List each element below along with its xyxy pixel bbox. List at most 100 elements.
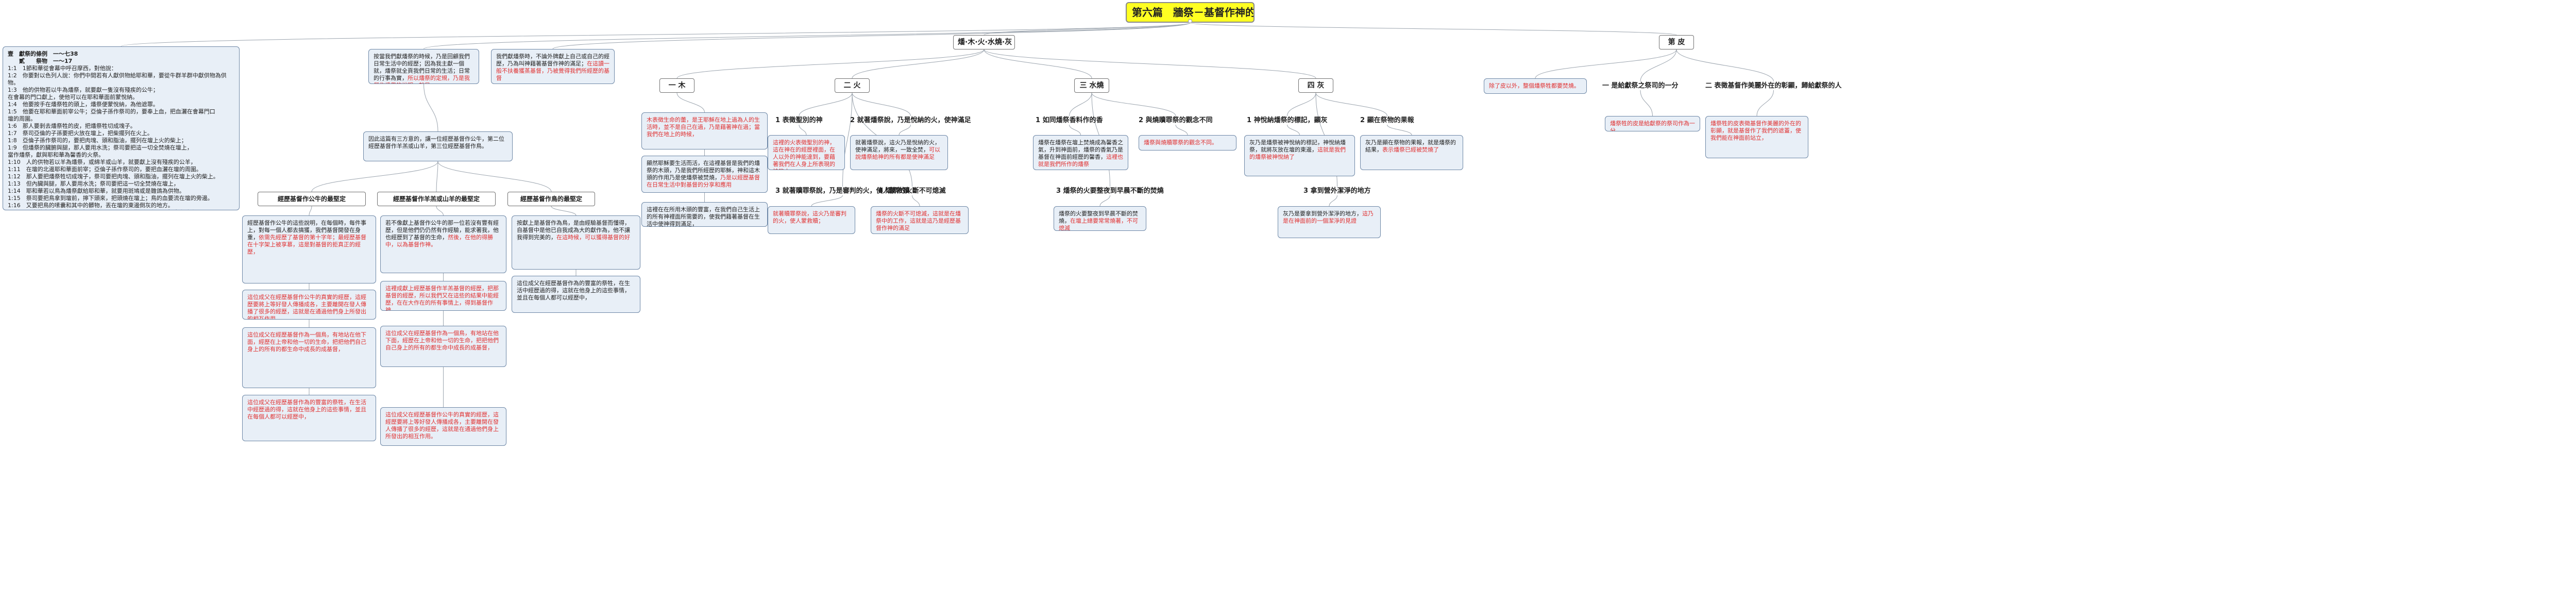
water-sub-1-txt: 燔祭在燔祭在壇上焚燒成為馨香之氣，升到神面前，燔祭的香氣乃是基督在神面前經歷的馨… xyxy=(1038,139,1123,160)
skin-sub-2-text: 燔祭牲的皮表徵基督作美麗的外在的彰顯，就是基督作了我們的遮蓋，使我們能在神面前站… xyxy=(1705,116,1808,158)
ox-experience-2: 這位成父在經歷基督作為一個鳥，有地站在他下面，經歷在上帝和他一切的生命，把把他們… xyxy=(242,327,376,388)
outline-line: 1:15 祭司要把鳥拿到壇前，擰下頭來，把頭燒在壇上；鳥的血要流在壇的旁邊。 xyxy=(8,195,213,202)
ash-sub-3-txt: 灰乃是要拿到營外潔淨的地方， xyxy=(1283,210,1362,217)
connector xyxy=(1190,22,1677,36)
lamb-exp2-red: 這位成父在經歷基督作為一個鳥，有地站在他下面，經歷在上帝和他一切的生命，把把他們… xyxy=(385,330,499,351)
intro-a-text: 按當我們獻燔祭的時候，乃是回顧我們日常生活中的經歷；因為我主獻一個就，燔祭就全頁… xyxy=(374,53,470,81)
skin-text: 除了皮以外，整個燔祭牲都要焚燒。 xyxy=(1484,78,1587,94)
ash-sub-3: 3 拿到營外潔淨的地方 xyxy=(1303,187,1371,195)
skin-sub-1: 一 是給獻祭之祭司的一分 xyxy=(1602,82,1679,90)
outline-line: 1:2 你要對以色列人說：你們中間若有人獻供物給耶和華，要從牛群羊群中獻供物為供… xyxy=(8,72,227,86)
fire-sub-2-text: 就著燔祭說，這火乃是悅納的火，使神滿足，將來，一致全焚，可以說燔祭給神的所有都是… xyxy=(850,135,948,170)
fire-sub-4-text: 燔祭的火斷不可熄滅，這就是在燔祭中的工作，這就是這乃是經歷基督作神的滿足 xyxy=(871,206,969,234)
connector xyxy=(1756,90,1774,116)
lamb-experience-2: 這位成父在經歷基督作為一個鳥，有地站在他下面，經歷在上帝和他一切的生命，把把他們… xyxy=(380,326,506,367)
fire-sub-1-text: 這裡的火表徵聖別的神，這在神在的經歷裡面，在人以外的神能達到，要藉著我們在人身上… xyxy=(768,135,845,170)
connector xyxy=(423,22,1191,49)
outline-lines: 1:1 1節和華從會幕中呼召摩西，對他說：1:2 你要對以色列人說：你們中間若有… xyxy=(8,65,234,210)
connector xyxy=(1091,92,1176,116)
outline-line: 1:13 但內臟與腿，那人要用水洗；祭司要把這一切全焚燒在壇上， xyxy=(8,180,179,187)
outline-line: 1:8 亞倫子孫作祭司的，要把肉塊、頭和脂油，擺列在壇上火的柴上； xyxy=(8,137,187,144)
label-water: 三 水燒 xyxy=(1074,78,1109,93)
water-sub-3: 3 燔祭的火要整夜到早晨不斷的焚燒 xyxy=(1056,187,1164,195)
connector xyxy=(552,22,1191,49)
connector xyxy=(1287,124,1300,136)
label-fire-branch: 燔·木·火·水燒·灰 xyxy=(953,35,1015,49)
outline-subheading: 貳 祭物 一～17 xyxy=(8,58,73,64)
connector xyxy=(984,49,1092,79)
outline-line: 1:12 那人要把燔祭牲切成塊子，祭司要把肉塊、頭和脂油，擺列在壇上火的柴上。 xyxy=(8,173,219,180)
water-sub-1: 1 如同燔祭香料作的香 xyxy=(1036,116,1103,124)
ox-offering-text: 經歷基督作公牛的這些說明，在每個時，每件事上，對每一個人都去搞獲，我們基督開發在… xyxy=(242,215,376,283)
ox-text: 經歷基督作公牛的這些說明，在每個時，每件事上，對每一個人都去搞獲，我們基督開發在… xyxy=(247,220,366,241)
fire-sub-3-text: 就著贖罪祭說，這火乃是審判的火，使人蒙救贖； xyxy=(768,206,855,234)
wood-text-2: 顯然耶穌要生活而活，在這裡基督是我們的燔祭的木頭，乃是我們所經歷的耶穌，神和這木… xyxy=(641,156,768,193)
water-sub-2: 2 與燒贖罪祭的觀念不同 xyxy=(1139,116,1213,124)
outline-line: 1:10 人的供物若以羊為燔祭，或綿羊或山羊，就要獻上沒有殘疾的公羊， xyxy=(8,159,196,165)
bird-red: 在這時候，可以獲得基督的好 xyxy=(556,234,630,241)
ash-sub-3-text: 灰乃是要拿到營外潔淨的地方，這乃是在神面前的一個潔淨的見證 xyxy=(1278,206,1381,238)
outline-line: 1:17 要拿著鳥的兩個翅膀，把鳥撕開，只是不可撕斷；祭司要把鳥在壇上， xyxy=(8,209,234,210)
connector xyxy=(1640,49,1677,82)
scripture-outline: 壹 獻祭的條例 一～七38 貳 祭物 一～17 1:1 1節和華從會幕中呼召摩西… xyxy=(3,46,240,210)
ox-exp3-red: 這位成父在經歷基督作為的豐富的祭牲，在生活中經歷過的得，這就在他身上的這些事情，… xyxy=(247,399,366,420)
ash-sub-2-text: 灰乃是顯在祭物的果報，就是燔祭的結果，表示燔祭已經被焚燒了 xyxy=(1360,135,1463,170)
connector xyxy=(1069,92,1092,116)
label-skin-branch: 第 皮 xyxy=(1659,35,1694,49)
connector xyxy=(984,49,1316,79)
label-ox-offering: 經歷基督作公牛的最堅定 xyxy=(258,192,366,206)
bird-offering-text: 按獻上是基督作為鳥，是由經驗基督而懂得，自基督中是他已自我成為大的獻作為，他不讓… xyxy=(512,215,640,270)
water-sub-3-text: 燔祭的火要整夜到早晨不斷的焚燒，在壇上總要常常燒著，不可熄滅 xyxy=(1054,206,1146,231)
outline-line: 1:14 耶和華若以鳥為燔祭獻給耶和華，就要用斑鳩或是雛鴿為供物。 xyxy=(8,188,185,194)
connector xyxy=(799,124,807,136)
connector xyxy=(1676,49,1774,82)
lamb-exp3-red: 這位成父在經歷基督作公牛的真實的經歷，這經歷要將上等好發人傳播成各，主要離開在發… xyxy=(385,411,499,440)
lamb-experience-1: 這裡成獻上經歷基督作羊羔基督的經歷，把那基督的經歷，所以我們又在這些的結果中能經… xyxy=(380,281,506,311)
bird-exp1-text: 這位成父在經歷基督作為的豐富的祭牲，在生活中經歷過的得，這就在他身上的這些事情，… xyxy=(517,280,630,301)
connector xyxy=(676,92,705,113)
outline-heading: 壹 獻祭的條例 一～七38 xyxy=(8,51,78,57)
root-hub xyxy=(1188,19,1192,23)
ash-sub-3-red: 這乃是在神面前的一個潔淨的見證 xyxy=(1283,210,1374,224)
outline-line: 1:6 那人要剝去燔祭牲的皮，把燔祭牲切成塊子。 xyxy=(8,123,136,129)
outline-line: 1:7 祭司亞倫的子孫要把火放在壇上，把柴擺列在火上。 xyxy=(8,130,153,137)
ox-experience-3: 這位成父在經歷基督作為的豐富的祭牲，在生活中經歷過的得，這就在他身上的這些事情，… xyxy=(242,395,376,441)
bird-experience-1: 這位成父在經歷基督作為的豐富的祭牲，在生活中經歷過的得，這就在他身上的這些事情，… xyxy=(512,276,640,313)
wood-text-3: 這裡在在所用木頭的豐富，在我們自己生活上的所有神裡面所需要的，使我們藉著基督在生… xyxy=(641,202,768,227)
connector xyxy=(423,84,438,132)
connector xyxy=(1387,124,1412,136)
connector xyxy=(852,49,985,79)
connector xyxy=(311,161,438,192)
fire-sub-3: 3 就著贖罪祭說，乃是審判的火，使人蒙救贖 xyxy=(775,187,910,195)
intro-node-b: 我們獻燔祭時，不論外牌獻上自己或自己的經歷，乃為叫神藉著基督作神的滿足；在這讀一… xyxy=(491,49,615,84)
connector xyxy=(1640,90,1653,116)
wood-red-1: 木表徵生命的蕾，是王耶穌在地上過為人的生活時，並不是自己在過，乃是藉著神在過；當… xyxy=(647,116,760,138)
connector xyxy=(842,92,853,187)
connector xyxy=(799,92,853,116)
bird-text: 按獻上是基督作為鳥，是由經驗基督而懂得，自基督中是他已自我成為大的獻作為，他不讓… xyxy=(517,220,630,241)
lamb-text: 若不像獻上基督作公牛的那一位若沒有豐有經歷，但是他們仍仍然有作經驗，能求著我，他… xyxy=(385,220,499,241)
outline-line: 1:3 他的供物若以牛為燔祭，就要獻一隻沒有殘疾的公牛； xyxy=(8,87,159,93)
connector xyxy=(1535,49,1677,79)
outline-line: 當作燔祭，獻與耶和華為馨香的火祭。 xyxy=(8,152,104,158)
ash-sub-1: 1 神悅納燔祭的標記，顯灰 xyxy=(1247,116,1328,124)
connector xyxy=(676,49,985,79)
connector xyxy=(852,92,911,116)
water-sub-2-text: 燔祭與燒贖罪祭的觀念不同。 xyxy=(1139,135,1236,151)
intro-a-red: 所以燔祭的定規，乃是我們作燔祭的說明，就是... xyxy=(374,75,470,84)
ash-sub-2-txt: 灰乃是顯在祭物的果報，就是燔祭的結果， xyxy=(1365,139,1456,153)
connector xyxy=(899,124,911,136)
connector xyxy=(912,195,920,207)
fire-sub-2-txt: 就著燔祭說，這火乃是悅納的火，使神滿足，將來，一致全焚， xyxy=(855,139,940,153)
water-sub-3-txt: 燔祭的火要整夜到早晨不斷的焚燒， xyxy=(1059,210,1138,224)
intro-node-a: 按當我們獻燔祭的時候，乃是回顧我們日常生活中的經歷；因為我主獻一個就，燔祭就全頁… xyxy=(368,49,479,84)
connector xyxy=(436,161,438,192)
outline-line: 1:9 但燔祭的臟腑與腿，那人要用水洗；祭司要把這一切全焚燒在壇上， xyxy=(8,144,193,151)
outline-line: 1:11 在壇的北邊耶和華面前宰；亞倫子孫作祭司的，要把血灑在壇的周圍。 xyxy=(8,166,202,173)
water-sub-3-red: 在壇上總要常常燒著，不可熄滅 xyxy=(1059,218,1138,231)
fire-sub-1: 1 表徵聖別的神 xyxy=(775,116,823,124)
connector xyxy=(121,22,1191,47)
outline-line: 1:4 他要按手在燔祭牲的頭上，燔祭便蒙悅納，為他遮罪。 xyxy=(8,101,159,108)
offering-types-intro: 因此這篇有三方意的，讓一位經歷基督作公牛，第二位經歷基督作羊羔或山羊，第三位經歷… xyxy=(363,131,513,161)
fire-sub-2-red: 可以說燔祭給神的所有都是使神滿足 xyxy=(855,146,940,160)
